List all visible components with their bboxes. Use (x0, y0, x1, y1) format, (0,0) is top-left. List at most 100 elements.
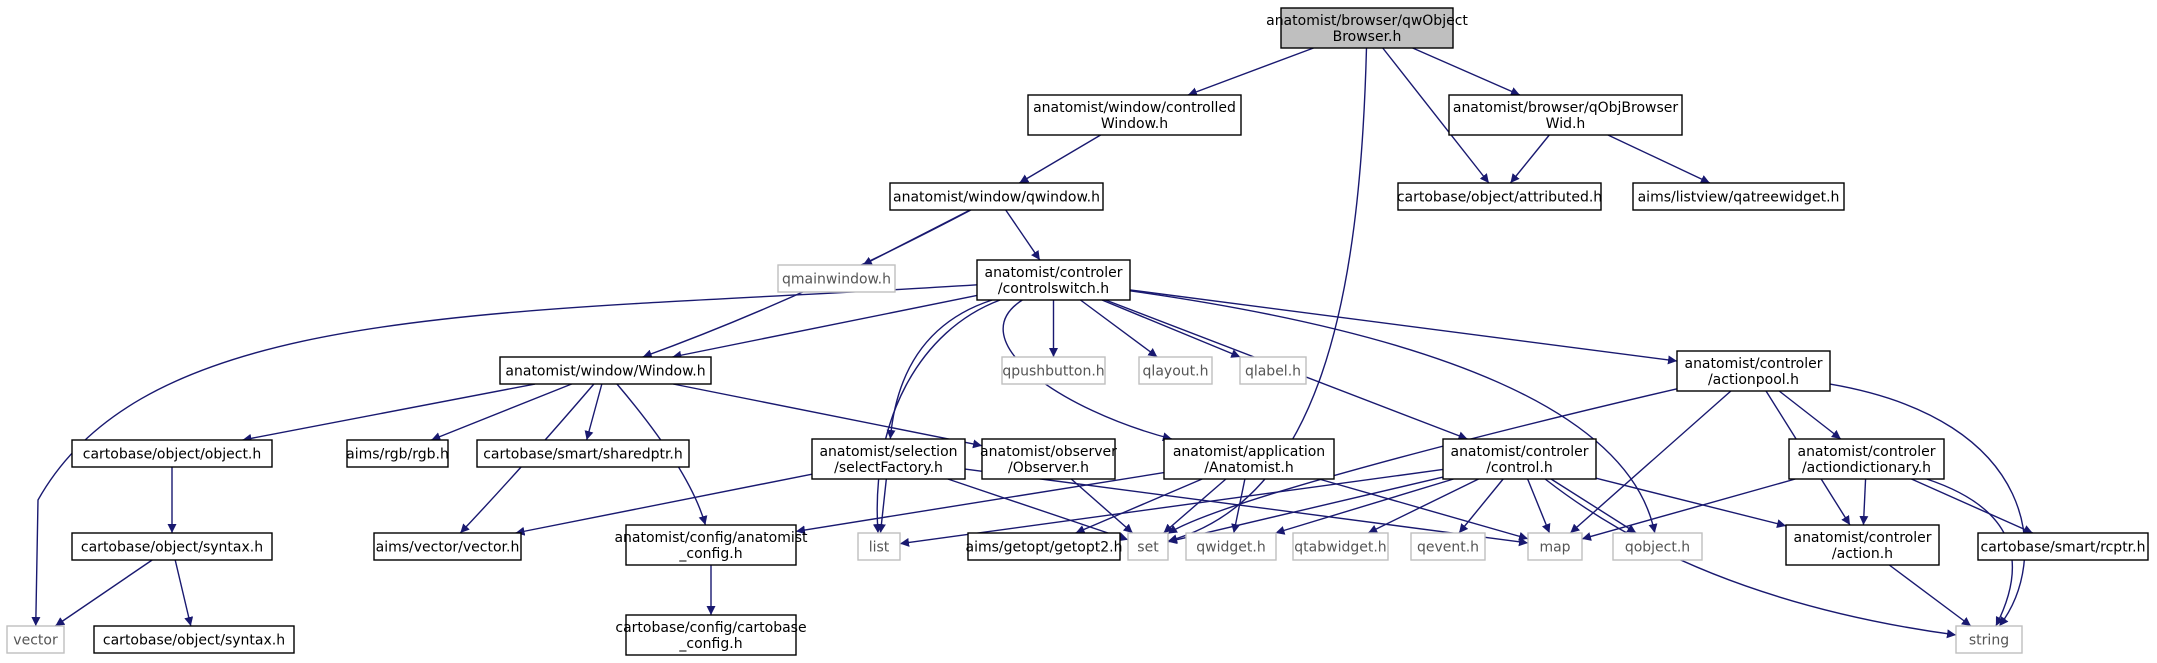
edge-actiondictionary-to-map (1581, 478, 1796, 541)
node-label: _config.h (678, 546, 742, 562)
node-box (625, 614, 797, 656)
edge-actiondictionary-to-action (1859, 478, 1869, 526)
node-set: set (1127, 532, 1169, 561)
node-label: anatomist/selection (819, 444, 957, 460)
node-actionpool[interactable]: anatomist/controler/actionpool.h (1676, 350, 1831, 392)
node-cbconfig[interactable]: cartobase/config/cartobase_config.h (615, 614, 807, 656)
node-box (71, 439, 273, 468)
node-label: cartobase/object/attributed.h (1397, 190, 1602, 206)
node-anatomisth[interactable]: anatomist/application/Anatomist.h (1163, 438, 1335, 480)
node-label: qwidget.h (1196, 540, 1265, 556)
node-box (1027, 94, 1242, 136)
edge-control-to-qevent (1458, 478, 1504, 534)
node-label: anatomist/controler (1450, 444, 1588, 460)
edge-control-to-string (1544, 478, 1957, 639)
edge-anatomisth-to-map (1318, 478, 1529, 541)
node-box (1785, 524, 1940, 566)
node-box (1676, 350, 1831, 392)
node-box (1397, 182, 1602, 211)
node-box (1977, 532, 2149, 561)
node-label: aims/listview/qatreewidget.h (1638, 190, 1840, 206)
edge-syntax-to-syntax2 (174, 559, 194, 627)
node-label: /actiondictionary.h (1802, 460, 1931, 476)
edge-control-to-map (1526, 478, 1551, 534)
node-controlswitch[interactable]: anatomist/controler/controlswitch.h (976, 259, 1131, 301)
node-qwindow[interactable]: anatomist/window/qwindow.h (889, 182, 1104, 211)
node-label: anatomist/window/Window.h (505, 364, 705, 380)
node-label: aims/rgb/rgb.h (346, 447, 449, 463)
node-sharedptr[interactable]: cartobase/smart/sharedptr.h (476, 439, 690, 468)
node-label: /Anatomist.h (1204, 460, 1293, 476)
node-control[interactable]: anatomist/controler/control.h (1442, 438, 1597, 480)
node-box (499, 356, 712, 385)
edge-control-to-set (1167, 476, 1444, 545)
node-box (1612, 532, 1703, 561)
node-attributed[interactable]: cartobase/object/attributed.h (1397, 182, 1602, 211)
node-observer[interactable]: anatomist/observer/Observer.h (980, 438, 1117, 480)
node-syntax2[interactable]: cartobase/object/syntax.h (93, 625, 295, 654)
node-box (981, 438, 1116, 480)
edge-actionpool-to-map (1569, 390, 1732, 534)
node-label: anatomist/controler (984, 265, 1122, 281)
node-box (1410, 532, 1486, 561)
edge-actionpool-to-string (1829, 383, 2026, 627)
node-label: qobject.h (1625, 540, 1690, 556)
node-label: anatomist/browser/qObjBrowser (1453, 100, 1679, 116)
node-label: cartobase/object/syntax.h (103, 633, 285, 649)
node-anaconfig[interactable]: anatomist/config/anatomist_config.h (614, 524, 808, 566)
node-window[interactable]: anatomist/window/Window.h (499, 356, 712, 385)
edge-anatomisth-to-qwidget (1231, 478, 1246, 534)
node-box (811, 438, 966, 480)
edge-root-to-qobjbrowser (1412, 47, 1521, 96)
node-label: set (1137, 540, 1159, 556)
node-box (476, 439, 690, 468)
node-box (777, 264, 896, 293)
node-label: anatomist/observer (980, 444, 1117, 460)
edge-qobjbrowser-to-attributed (1509, 134, 1550, 184)
edge-selectfactory-to-vectorh (515, 473, 813, 536)
node-label: cartobase/object/syntax.h (81, 540, 263, 556)
node-label: string (1969, 633, 2009, 649)
node-box (346, 439, 449, 468)
node-box (1632, 182, 1845, 211)
node-actiondictionary[interactable]: anatomist/controler/actiondictionary.h (1788, 438, 1945, 480)
node-label: qtabwidget.h (1294, 540, 1386, 556)
node-rgb[interactable]: aims/rgb/rgb.h (346, 439, 449, 468)
edge-anatomisth-to-getopt (1075, 478, 1203, 534)
node-box (1138, 356, 1213, 385)
node-label: map (1539, 540, 1570, 556)
edge-root-to-attributed (1382, 47, 1490, 184)
node-rcptr[interactable]: cartobase/smart/rcptr.h (1977, 532, 2149, 561)
node-label: Window.h (1101, 116, 1168, 132)
edge-anatomisth-to-set (1163, 478, 1227, 534)
node-box (373, 532, 522, 561)
node-syntax[interactable]: cartobase/object/syntax.h (71, 532, 273, 561)
edge-window-to-observer (672, 383, 983, 449)
edge-root-to-ctrlwin (1187, 47, 1314, 97)
edge-controlswitch-to-window (672, 294, 978, 360)
edge-controlswitch-to-vector (31, 284, 978, 627)
node-label: /control.h (1486, 460, 1553, 476)
node-label: cartobase/config/cartobase (615, 620, 806, 636)
node-box (1292, 532, 1389, 561)
node-vectorh[interactable]: aims/vector/vector.h (373, 532, 522, 561)
node-qatreewidget[interactable]: aims/listview/qatreewidget.h (1632, 182, 1845, 211)
edge-anatomisth-to-anaconfig (795, 471, 1165, 535)
node-qlabel: qlabel.h (1239, 356, 1307, 385)
node-box (1163, 438, 1335, 480)
edge-actionpool-to-actiondictionary (1778, 390, 1842, 440)
node-label: qevent.h (1417, 540, 1479, 556)
node-getopt[interactable]: aims/getopt/getopt2.h (966, 532, 1123, 561)
node-box (967, 532, 1121, 561)
node-action[interactable]: anatomist/controler/action.h (1785, 524, 1940, 566)
node-object[interactable]: cartobase/object/object.h (71, 439, 273, 468)
edge-controlswitch-to-selectfactory (886, 299, 993, 440)
edge-action-to-string (1888, 564, 1972, 627)
node-selectfactory[interactable]: anatomist/selection/selectFactory.h (811, 438, 966, 480)
node-box (976, 259, 1131, 301)
